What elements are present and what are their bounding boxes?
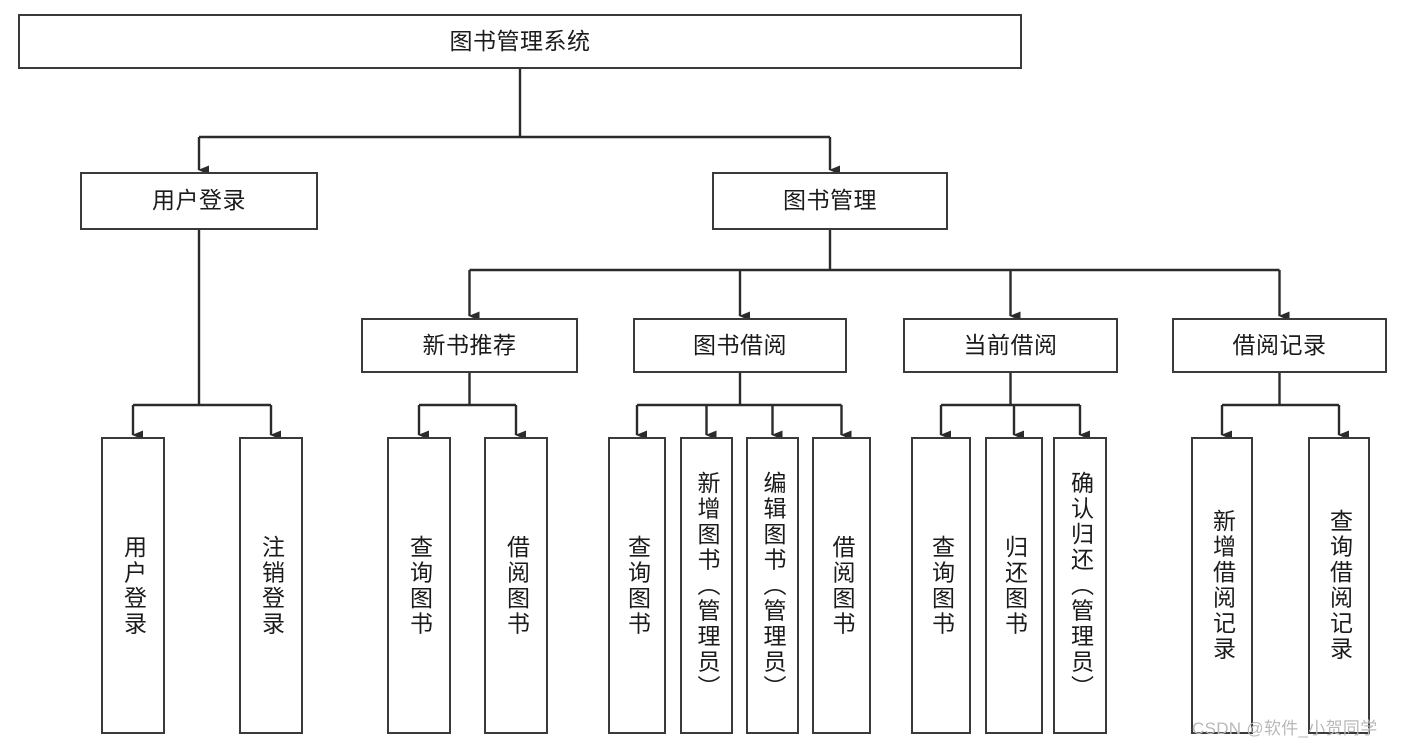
- node-label: 编辑图书（管理员）: [760, 470, 786, 701]
- node-l-queryrec[interactable]: 查询借阅记录: [1308, 437, 1370, 734]
- node-l-query2[interactable]: 查询图书: [608, 437, 666, 734]
- node-l-query3[interactable]: 查询图书: [911, 437, 971, 734]
- node-label: 查询图书: [406, 534, 433, 637]
- node-label: 当前借阅: [963, 331, 1058, 358]
- node-label: 借阅图书: [829, 534, 855, 637]
- node-label: 查询图书: [624, 534, 651, 637]
- node-label: 借阅记录: [1232, 331, 1327, 358]
- node-label: 新增借阅记录: [1209, 509, 1236, 662]
- node-label: 新增图书（管理员）: [694, 470, 720, 701]
- node-borrow[interactable]: 图书借阅: [633, 318, 847, 373]
- node-current[interactable]: 当前借阅: [903, 318, 1118, 373]
- node-label: 用户登录: [120, 534, 147, 637]
- node-label: 借阅图书: [503, 534, 530, 637]
- node-label: 新书推荐: [422, 331, 517, 358]
- node-l-login[interactable]: 用户登录: [101, 437, 165, 734]
- node-l-borrow2[interactable]: 借阅图书: [812, 437, 871, 734]
- node-label: 图书管理: [783, 187, 877, 214]
- node-l-borrow1[interactable]: 借阅图书: [484, 437, 548, 734]
- node-label: 图书借阅: [693, 331, 787, 358]
- node-l-return[interactable]: 归还图书: [985, 437, 1043, 734]
- node-root[interactable]: 图书管理系统: [18, 14, 1022, 69]
- node-login[interactable]: 用户登录: [80, 172, 318, 230]
- node-l-add[interactable]: 新增图书（管理员）: [680, 437, 733, 734]
- node-l-confirm[interactable]: 确认归还（管理员）: [1053, 437, 1107, 734]
- node-newbook[interactable]: 新书推荐: [361, 318, 578, 373]
- node-l-query1[interactable]: 查询图书: [387, 437, 451, 734]
- node-label: 确认归还（管理员）: [1067, 470, 1094, 701]
- node-label: 查询借阅记录: [1326, 509, 1353, 662]
- node-label: 归还图书: [1001, 534, 1028, 637]
- node-bookmgmt[interactable]: 图书管理: [712, 172, 948, 230]
- node-label: 注销登录: [258, 534, 285, 637]
- node-label: 用户登录: [152, 187, 246, 214]
- node-records[interactable]: 借阅记录: [1172, 318, 1387, 373]
- node-l-logout[interactable]: 注销登录: [239, 437, 303, 734]
- node-l-edit[interactable]: 编辑图书（管理员）: [746, 437, 799, 734]
- node-label: 查询图书: [928, 534, 955, 637]
- node-l-addrec[interactable]: 新增借阅记录: [1191, 437, 1253, 734]
- node-label: 图书管理系统: [449, 27, 591, 54]
- edge-group: [131, 69, 1349, 440]
